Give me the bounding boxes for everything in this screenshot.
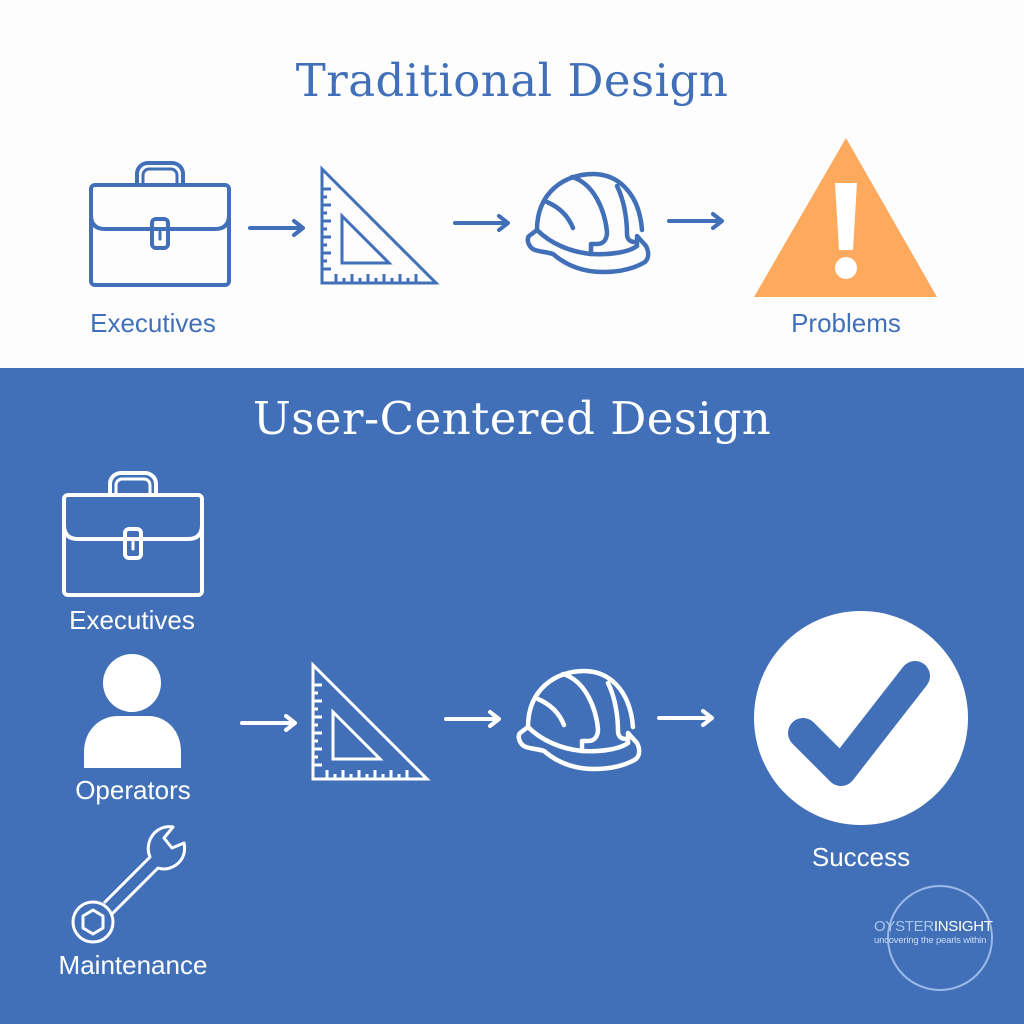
briefcase-icon	[89, 161, 231, 287]
success-label: Success	[811, 842, 911, 872]
wrench-icon	[71, 825, 187, 944]
check-circle-icon	[754, 611, 968, 825]
executives-label: Executives	[69, 605, 195, 635]
arrow-right-icon	[444, 710, 501, 728]
maintenance-label: Maintenance	[58, 950, 208, 980]
logo-brand-oyster: OYSTER	[874, 918, 934, 935]
logo-brand-insight: INSIGHT	[933, 918, 993, 935]
traditional-design-title: Traditional Design	[295, 54, 729, 107]
arrow-right-icon	[248, 219, 305, 237]
oyster-insight-logo: OYSTERINSIGHT uncovering the pearls with…	[868, 882, 1008, 992]
set-square-icon	[311, 663, 429, 781]
operators-label: Operators	[75, 775, 191, 805]
hard-hat-icon	[528, 174, 648, 272]
arrow-right-icon	[453, 214, 510, 232]
problems-label: Problems	[791, 308, 901, 338]
executives-label: Executives	[90, 308, 216, 338]
hard-hat-icon	[519, 671, 639, 769]
warning-triangle-icon	[754, 138, 937, 297]
person-icon	[84, 654, 181, 768]
user-centered-design-title: User-Centered Design	[252, 392, 772, 445]
set-square-icon	[320, 167, 438, 285]
arrow-right-icon	[657, 709, 714, 727]
logo-wordmark: OYSTERINSIGHT	[874, 918, 993, 935]
briefcase-icon	[62, 471, 204, 597]
arrow-right-icon	[240, 714, 297, 732]
logo-ring	[887, 885, 993, 991]
logo-tagline: uncovering the pearls within	[874, 935, 987, 946]
arrow-right-icon	[667, 212, 724, 230]
